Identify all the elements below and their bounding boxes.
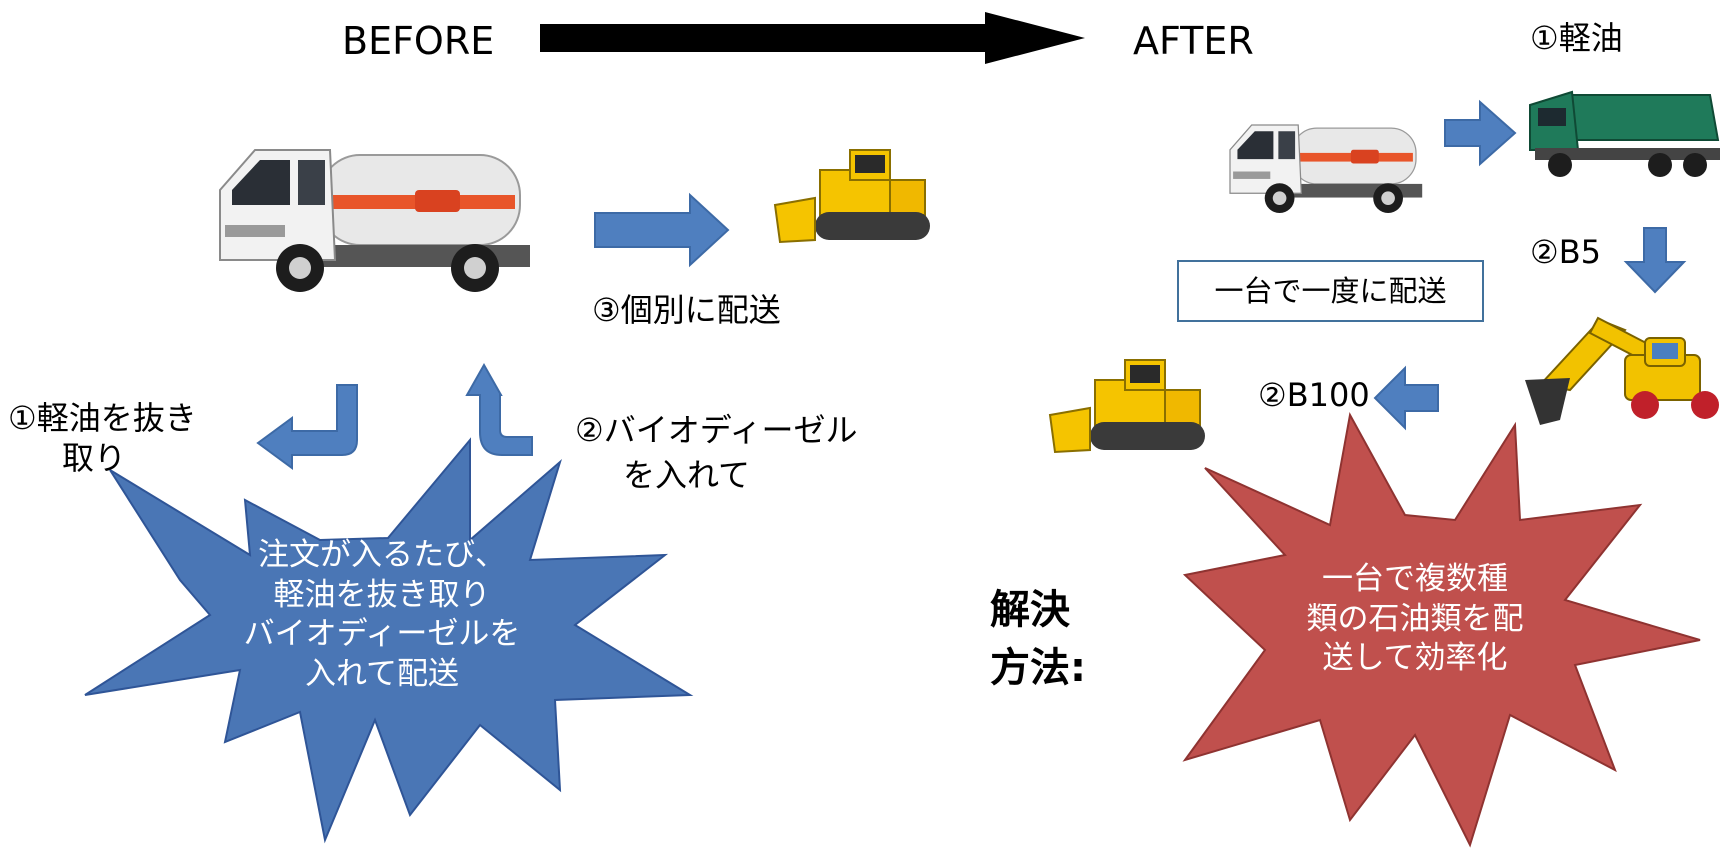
arrow-to-dump-truck <box>1444 99 1517 167</box>
solution-label-line1: 解決 <box>990 587 1070 633</box>
fuel3-label: ②B100 <box>1258 376 1370 414</box>
step3-label: ③個別に配送 <box>592 291 781 329</box>
before-label: BEFORE <box>342 19 495 63</box>
step2-label-line2: を入れて <box>623 456 751 494</box>
fuel1-label: ①軽油 <box>1530 19 1623 57</box>
burst-after-line: 一台で複数種 <box>1322 561 1508 597</box>
bulldozer-before <box>774 149 931 243</box>
bulldozer-after <box>1049 359 1206 453</box>
deliver-once-box: 一台で一度に配送 <box>1177 260 1484 322</box>
burst-before-line: 注文が入るたび、 <box>258 537 506 573</box>
excavator <box>1525 316 1719 425</box>
arrow-to-excavator <box>1623 227 1687 294</box>
insert-arrow <box>465 362 533 456</box>
burst-before-line: 軽油を抜き取り <box>273 576 491 613</box>
tanker-truck-after <box>1229 124 1423 214</box>
before-after-arrow <box>540 12 1085 64</box>
deliver-arrow-before <box>594 192 730 268</box>
burst-before-line: バイオディーゼルを <box>243 616 521 653</box>
arrow-to-bulldozer <box>1373 365 1439 431</box>
burst-before <box>84 437 694 844</box>
step2-label-line1: ②バイオディーゼル <box>575 411 858 449</box>
burst-after <box>1182 412 1701 848</box>
after-label: AFTER <box>1133 19 1254 63</box>
extract-arrow <box>256 384 358 470</box>
tanker-truck-before <box>219 149 531 293</box>
burst-after-line: 類の石油類を配 <box>1306 600 1524 637</box>
step1-label-line1: ①軽油を抜き <box>8 399 197 437</box>
step1-label-line2: 取り <box>62 439 127 477</box>
burst-after-text: 一台で複数種 類の石油類を配 送して効率化 <box>1290 560 1540 679</box>
burst-after-line: 送して効率化 <box>1322 640 1508 677</box>
dump-truck <box>1529 90 1720 177</box>
burst-before-line: 入れて配送 <box>304 656 460 693</box>
burst-before-text: 注文が入るたび、 軽油を抜き取り バイオディーゼルを 入れて配送 <box>232 536 532 695</box>
fuel2-label: ②B5 <box>1530 233 1601 271</box>
solution-label-line2: 方法: <box>990 645 1086 691</box>
